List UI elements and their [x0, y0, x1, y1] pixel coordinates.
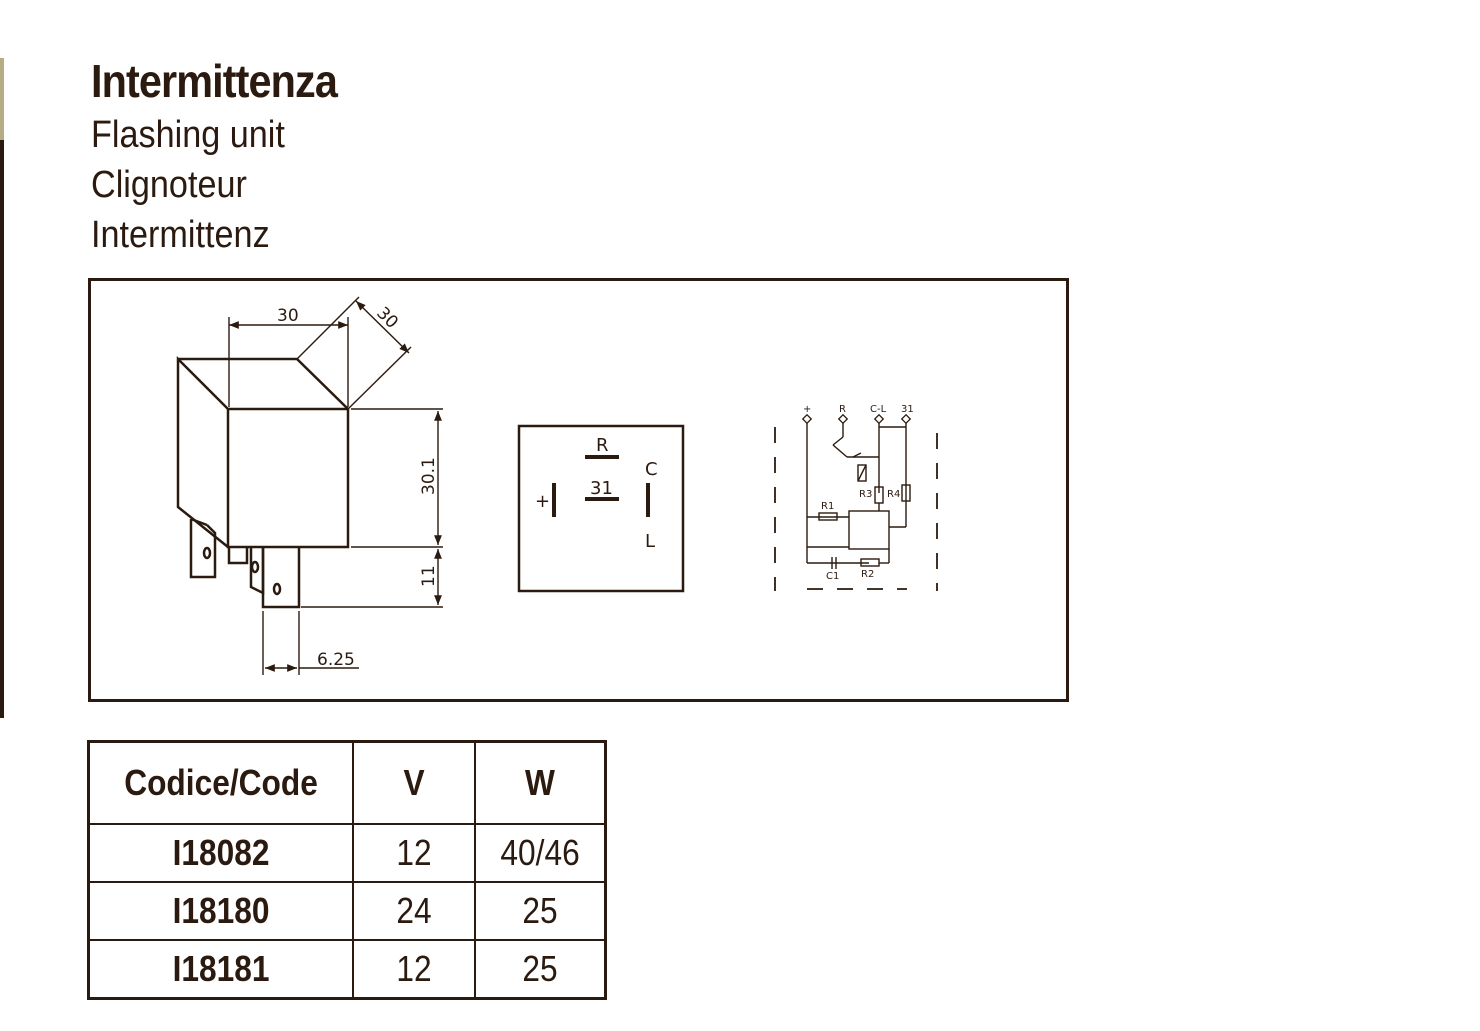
pin-c-label: C	[645, 459, 658, 480]
heading-block: Intermittenza Flashing unit Clignoteur I…	[91, 52, 364, 260]
dim-depth-label: 30	[372, 303, 401, 332]
pin-plus-label: +	[535, 491, 550, 512]
page-title: Intermittenza	[91, 55, 338, 107]
table-header-row: Codice/Code V W	[87, 740, 607, 825]
technical-drawing: 30 30 30.1 11 6.25 R 31 + C L	[176, 296, 938, 675]
schematic-r3-label: R3	[859, 489, 872, 500]
cell-wattage: 25	[474, 881, 607, 941]
table-row: I18181 12 25	[87, 939, 607, 1000]
header-voltage: V	[352, 740, 476, 825]
pinout-view: R 31 + C L	[517, 424, 685, 593]
cell-code: I18180	[87, 881, 354, 941]
schematic-r2-label: R2	[861, 569, 874, 580]
dimension-lines	[228, 296, 443, 675]
page-edge-bar	[0, 58, 4, 718]
subtitle-english: Flashing unit	[91, 114, 285, 156]
cell-code: I18082	[87, 823, 354, 883]
pin-31-label: 31	[590, 478, 613, 499]
schematic-cl-label: C-L	[870, 404, 887, 415]
header-wattage: W	[474, 740, 607, 825]
dim-width-label: 30	[277, 306, 299, 326]
relay-pins	[189, 517, 301, 609]
cell-wattage: 25	[474, 939, 607, 1000]
cell-voltage: 12	[352, 939, 476, 1000]
schematic-r-label: R	[839, 404, 846, 415]
relay-isometric-view	[176, 355, 350, 609]
technical-drawing-frame: 30 30 30.1 11 6.25 R 31 + C L	[88, 278, 1069, 702]
schematic-plus-label: +	[803, 404, 811, 415]
wiring-schematic: + R C-L 31 R1 R3 R4 R2 C1	[774, 404, 938, 591]
table-row: I18082 12 40/46	[87, 823, 607, 883]
header-code: Codice/Code	[87, 740, 354, 825]
schematic-31-label: 31	[901, 404, 914, 415]
cell-voltage: 12	[352, 823, 476, 883]
pin-l-label: L	[645, 531, 655, 552]
cell-voltage: 24	[352, 881, 476, 941]
subtitle-german: Intermittenz	[91, 214, 270, 256]
product-code-table: Codice/Code V W I18082 12 40/46 I18180 2…	[87, 740, 607, 1000]
dim-height-label: 30.1	[419, 457, 439, 495]
dim-pin-width-label: 6.25	[317, 650, 355, 670]
dim-pin-length-label: 11	[419, 565, 439, 587]
page-edge-bar-accent	[0, 58, 4, 140]
schematic-r1-label: R1	[821, 501, 834, 512]
subtitle-french: Clignoteur	[91, 164, 247, 206]
cell-code: I18181	[87, 939, 354, 1000]
cell-wattage: 40/46	[474, 823, 607, 883]
table-row: I18180 24 25	[87, 881, 607, 941]
pin-r-label: R	[596, 435, 609, 456]
schematic-c1-label: C1	[826, 571, 839, 582]
schematic-r4-label: R4	[887, 489, 900, 500]
